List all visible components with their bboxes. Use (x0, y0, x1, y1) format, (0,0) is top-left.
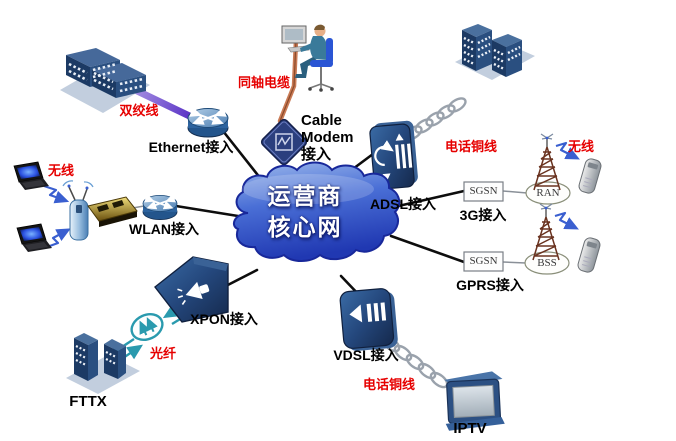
core-network-cloud (232, 161, 401, 262)
laptop-icon-2 (16, 223, 53, 253)
fiber-splitter-icon (130, 312, 164, 342)
xpon-olt-icon (154, 256, 229, 323)
ethernet-router-icon (188, 109, 228, 138)
iptv-tv-icon (444, 371, 505, 431)
city-buildings-icon (455, 24, 535, 80)
line-wlan (174, 204, 240, 218)
cable-modem-icon (260, 118, 308, 166)
mobile-phone-3g-icon (577, 156, 603, 196)
bolt-gprs (554, 211, 579, 230)
wlan-switch-icon (87, 196, 138, 227)
chain-copper-vdsl (381, 335, 449, 389)
access-point-icon (62, 180, 94, 241)
line-sgsn-bss (502, 261, 527, 264)
person-at-computer-icon (281, 24, 334, 92)
adsl-modem-icon (369, 120, 418, 190)
bolt-laptop2 (46, 228, 71, 249)
sgsn-gprs-box (463, 251, 504, 272)
wlan-router-icon (143, 195, 177, 219)
mobile-phone-gprs-icon (576, 235, 602, 275)
line-sgsn-ran (502, 190, 528, 194)
coax-cable-line-shade (279, 39, 297, 122)
coax-cable-line (277, 37, 299, 124)
line-gprs (389, 234, 466, 264)
laptop-icon-1 (13, 161, 50, 191)
wireless-bolts (43, 141, 580, 249)
vdsl-modem-icon (339, 288, 398, 351)
bolt-3g (555, 141, 580, 160)
fttx-building-icon (66, 333, 140, 394)
campus-building-icon (60, 48, 150, 113)
sgsn-3g-box (463, 181, 504, 202)
line-3g (392, 189, 466, 209)
bolt-laptop1 (43, 184, 70, 204)
